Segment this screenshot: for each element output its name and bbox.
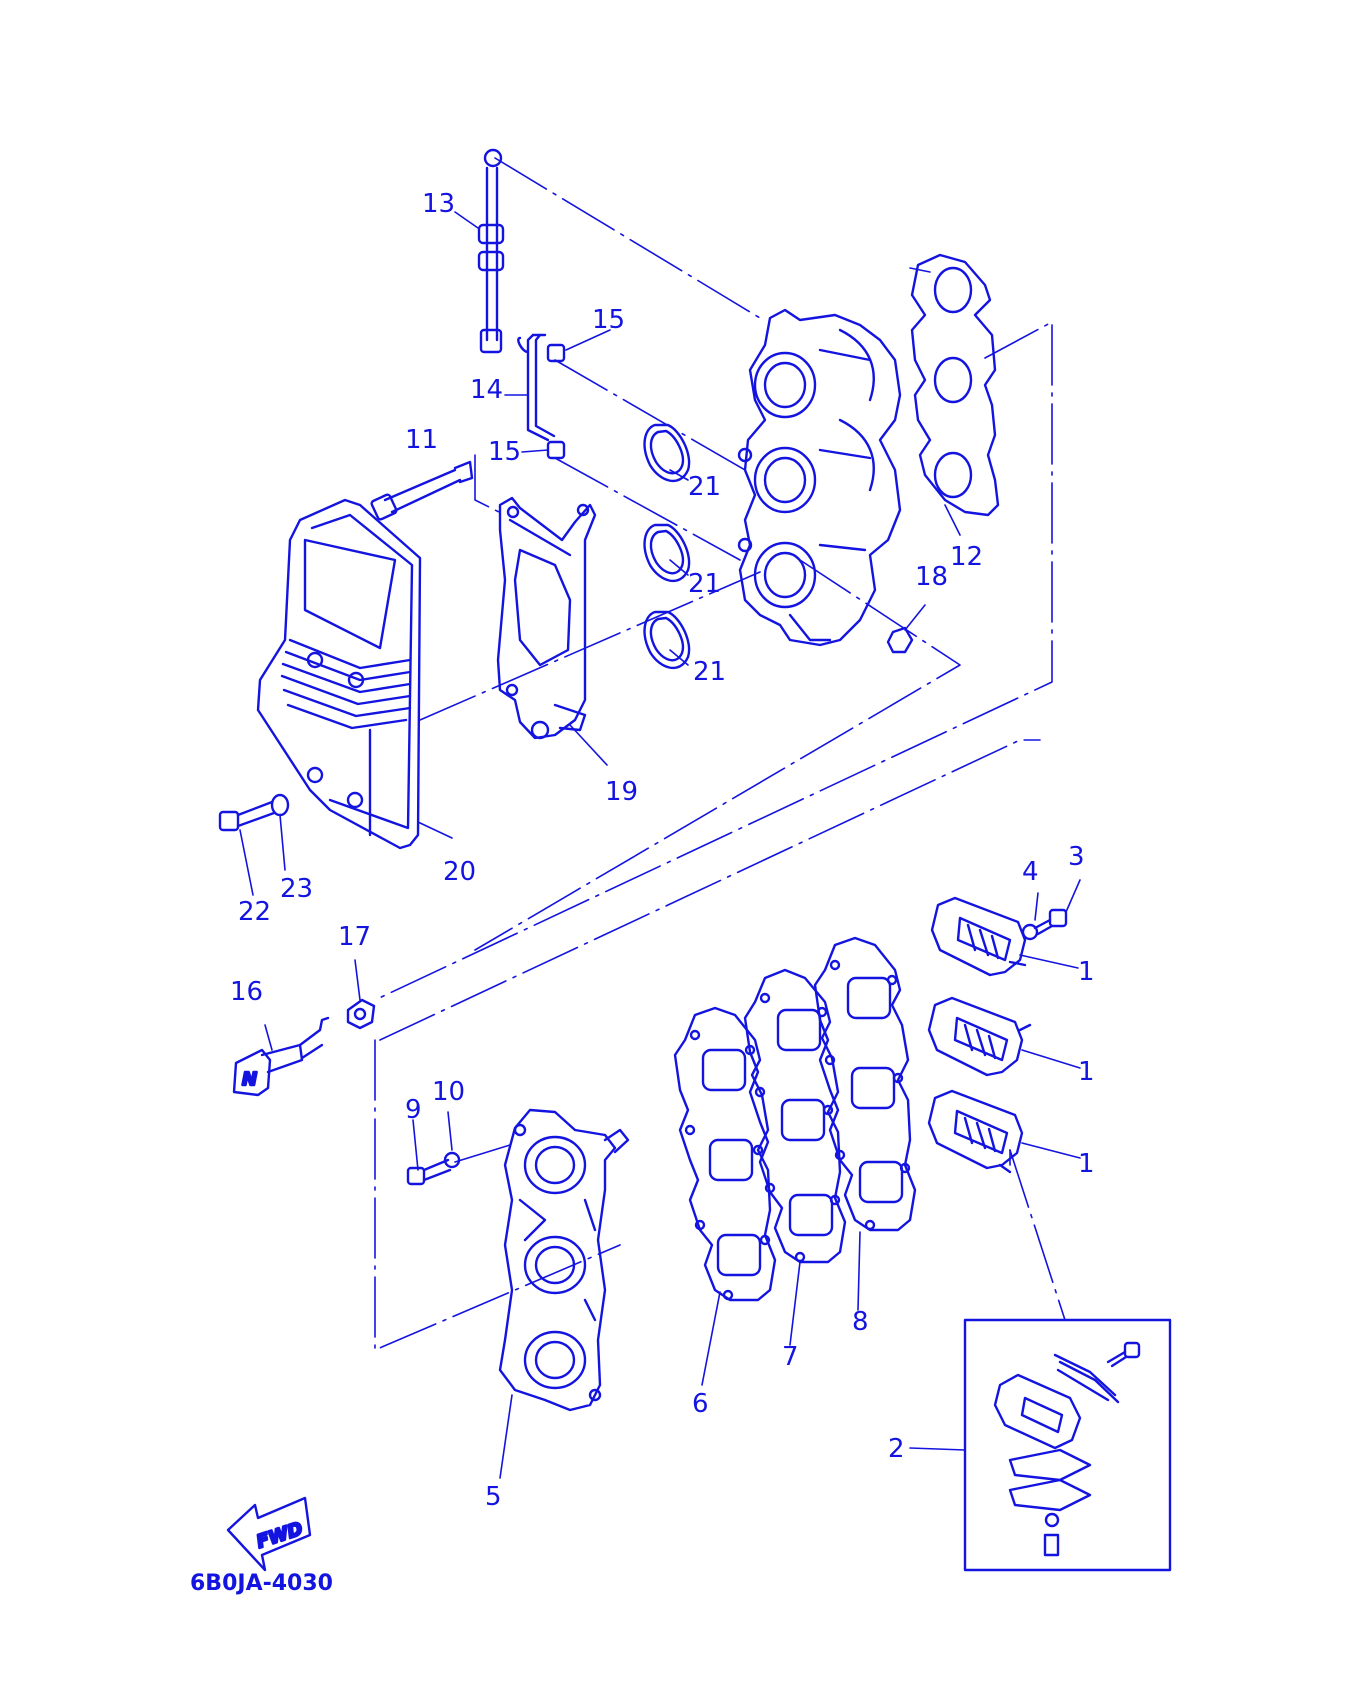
callout-9: 9 [405, 1095, 422, 1125]
intake-manifold [737, 308, 902, 647]
callout-1-middle: 1 [1078, 1057, 1095, 1087]
fwd-arrow: FWD [226, 1496, 312, 1572]
callout-15-top: 15 [592, 305, 625, 335]
part-19-plate [496, 496, 597, 740]
part-17-grommet [346, 998, 376, 1030]
part-1-reed-valve-top [930, 896, 1027, 977]
callout-3: 3 [1068, 842, 1085, 872]
part-12-gasket [910, 253, 1000, 517]
callout-16: 16 [230, 977, 263, 1007]
part-1-reed-valve-middle [927, 996, 1032, 1077]
part-15-clamps [546, 343, 566, 460]
assembly-guide-lines [374, 157, 1066, 1351]
callout-7: 7 [782, 1342, 799, 1372]
part-22-bolt [218, 800, 276, 832]
callout-1-bottom: 1 [1078, 1149, 1095, 1179]
part-7-gasket [743, 968, 847, 1264]
callout-22: 22 [238, 897, 271, 927]
part-10-washer [443, 1151, 461, 1169]
part-5-housing [498, 1108, 630, 1412]
callout-17: 17 [338, 922, 371, 952]
part-18-nut [886, 626, 914, 654]
part-1-reed-valve-bottom [927, 1089, 1024, 1174]
part-14-hose [517, 333, 556, 442]
diagram-code: 6B0JA-4030 [190, 1571, 333, 1596]
callout-6: 6 [692, 1389, 709, 1419]
callout-14: 14 [470, 375, 503, 405]
callout-1-top: 1 [1078, 957, 1095, 987]
part-8-gasket [813, 936, 917, 1232]
callout-12: 12 [950, 542, 983, 572]
callout-8: 8 [852, 1307, 869, 1337]
part-11-bolt [370, 460, 474, 521]
callout-4: 4 [1022, 857, 1039, 887]
part-16-neutral-switch: N [232, 1016, 330, 1097]
part-23-washer [270, 793, 290, 817]
callout-13: 13 [422, 189, 455, 219]
callout-18: 18 [915, 562, 948, 592]
part-13-rod [477, 148, 505, 354]
part-2-kit-box [963, 1318, 1172, 1572]
part-4-washer [1021, 923, 1039, 941]
part-6-gasket [673, 1006, 777, 1302]
neutral-mark: N [242, 1069, 257, 1090]
callout-15-bottom: 15 [488, 437, 521, 467]
callout-20: 20 [443, 857, 476, 887]
part-21-orings [643, 423, 691, 670]
callout-10: 10 [432, 1077, 465, 1107]
callout-2: 2 [888, 1434, 905, 1464]
part-9-bolt [406, 1158, 452, 1186]
callout-21-middle: 21 [688, 569, 721, 599]
callout-labels: 13 15 14 11 15 21 21 21 12 18 19 20 23 2… [230, 189, 1095, 1512]
callout-21-bottom: 21 [693, 657, 726, 687]
callout-5: 5 [485, 1482, 502, 1512]
callout-19: 19 [605, 777, 638, 807]
callout-21-top: 21 [688, 472, 721, 502]
callout-11: 11 [405, 425, 438, 455]
part-20-cover [256, 498, 422, 850]
callout-23: 23 [280, 874, 313, 904]
leader-lines [239, 211, 1081, 1479]
part-3-screw [1033, 908, 1068, 936]
